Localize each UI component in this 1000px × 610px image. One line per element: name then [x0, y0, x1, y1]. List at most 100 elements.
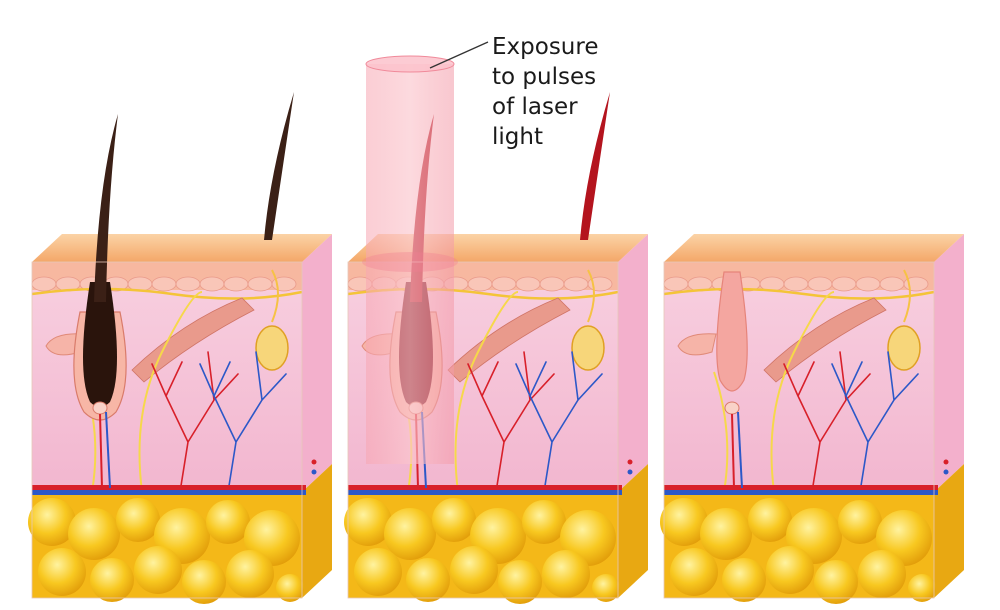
fat-cell: [116, 498, 160, 542]
fat-cell: [838, 500, 882, 544]
skin-cell: [467, 276, 493, 292]
skin-cell: [563, 276, 589, 292]
skin-cell: [247, 276, 273, 292]
artery-section: [627, 459, 633, 465]
panel-outline: [347, 261, 619, 599]
dermis-side-face: [934, 234, 964, 492]
laser-spot: [362, 252, 458, 272]
skin-cell: [879, 276, 905, 292]
fat-cell: [206, 500, 250, 544]
nerve-line: [713, 371, 729, 493]
fat-cell: [660, 498, 708, 546]
main-vein: [32, 490, 306, 495]
skin-cell: [855, 276, 881, 292]
main-vein: [348, 490, 622, 495]
dermis-side-face: [618, 234, 648, 492]
artery-section: [311, 459, 317, 465]
fat-cell: [28, 498, 76, 546]
fat-cell: [700, 508, 752, 560]
fat-cell: [542, 550, 590, 598]
fat-cell: [722, 558, 766, 602]
fat-side-face: [302, 464, 332, 598]
skin-cell: [807, 276, 833, 292]
basal-membrane: [31, 287, 303, 300]
fat-cell: [450, 546, 498, 594]
fat-cell: [748, 498, 792, 542]
fat-cell: [68, 508, 120, 560]
skin-top-surface: [32, 234, 332, 262]
sweat-duct: [271, 269, 279, 323]
hair-shaft-secondary: [580, 92, 610, 240]
fat-cell: [134, 546, 182, 594]
main-artery: [32, 485, 306, 490]
annotation-line-4: light: [492, 124, 543, 150]
skin-cell: [199, 276, 225, 292]
main-artery: [664, 485, 938, 490]
arrector-pili-muscle: [447, 297, 571, 383]
capillaries: [151, 351, 287, 493]
artery-branch: [151, 351, 239, 493]
callout-line: [429, 41, 489, 69]
main-artery: [348, 485, 622, 490]
sweat-gland-coil: [887, 325, 921, 371]
nerve-line: [770, 291, 835, 493]
skin-cell: [783, 276, 809, 292]
skin-cell: [539, 276, 565, 292]
empty-follicle: [716, 271, 748, 392]
fat-cell: [384, 508, 436, 560]
papilla-vessel: [737, 411, 743, 489]
laser-beam: [366, 64, 454, 464]
sweat-gland-coil: [255, 325, 289, 371]
dermal-papilla: [724, 401, 740, 415]
sweat-gland: [887, 269, 921, 371]
capillaries: [467, 351, 603, 493]
fat-cell: [38, 548, 86, 596]
skin-cell: [831, 276, 857, 292]
skin-panel-before: [28, 92, 332, 604]
arrector-pili-muscle: [763, 297, 887, 383]
fat-cell: [592, 574, 620, 602]
sweat-gland: [255, 269, 289, 371]
skin-cell: [31, 276, 57, 292]
fat-cell: [432, 498, 476, 542]
annotation-line-1: Exposure: [492, 34, 598, 60]
skin-cell: [491, 276, 517, 292]
vein-branch: [831, 351, 919, 493]
skin-panel-after: [660, 234, 964, 604]
artery-section: [943, 459, 949, 465]
sweat-duct: [903, 269, 911, 323]
skin-cell: [175, 276, 201, 292]
papilla-vessel: [105, 411, 111, 489]
hair-bulb: [83, 282, 117, 407]
arrector-pili-muscle: [131, 297, 255, 383]
fat-cell: [226, 550, 274, 598]
main-vein: [664, 490, 938, 495]
panel-outline: [663, 261, 935, 599]
sweat-gland: [571, 269, 605, 371]
sweat-duct: [587, 269, 595, 323]
fat-cell: [90, 558, 134, 602]
vein-branch: [199, 351, 287, 493]
fat-cell: [908, 574, 936, 602]
fat-cell: [344, 498, 392, 546]
skin-cell: [515, 276, 541, 292]
papilla-vessel: [731, 413, 735, 489]
fat-cell: [766, 546, 814, 594]
fat-cells: [660, 498, 936, 604]
dermal-papilla: [92, 401, 108, 415]
artery-branch: [467, 351, 555, 493]
hair-shaft: [94, 114, 118, 302]
vein-section: [311, 469, 317, 475]
panel-outline: [31, 261, 303, 599]
hair-shaft-secondary: [264, 92, 294, 240]
fat-cells: [344, 498, 620, 604]
skin-cell: [223, 276, 249, 292]
vein-section: [627, 469, 633, 475]
fat-cells: [28, 498, 304, 604]
dermis-side-face: [302, 234, 332, 492]
basal-membrane: [663, 287, 935, 300]
sebaceous-gland: [677, 333, 717, 356]
fat-cell: [182, 560, 226, 604]
fat-side-face: [934, 464, 964, 598]
capillaries: [783, 351, 919, 493]
